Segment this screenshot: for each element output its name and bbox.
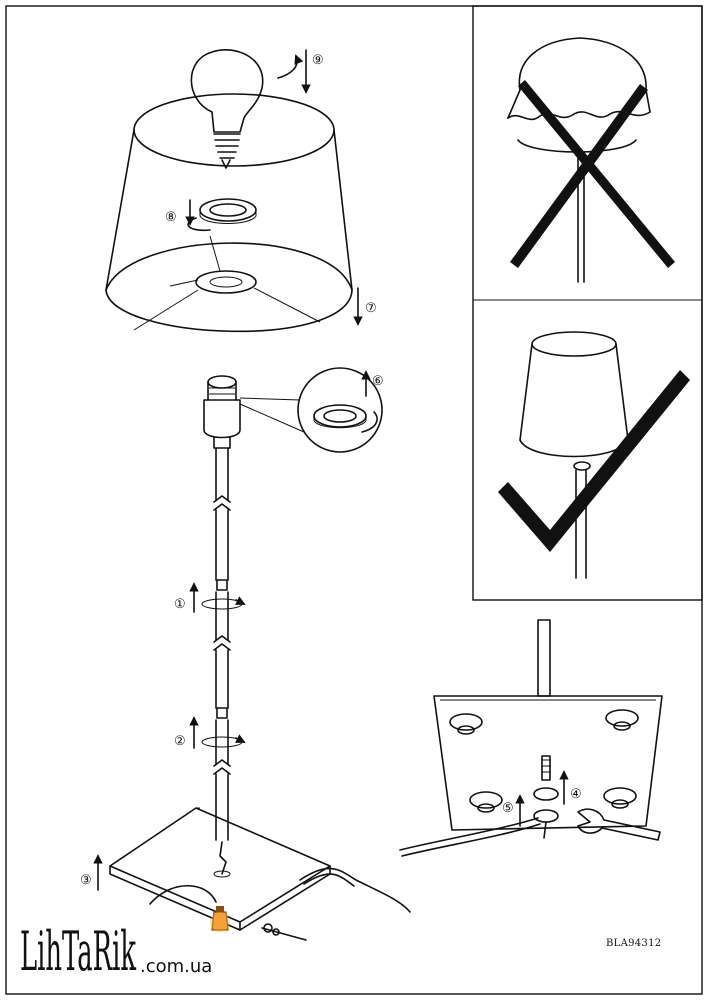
logo-main-text: LihTaRik [20, 920, 137, 983]
step-5-label: ⑤ [502, 801, 514, 816]
screw-in-arrow-icon [277, 54, 304, 79]
lamp-pole [213, 447, 231, 875]
step-2-label: ② [174, 734, 186, 749]
logo-domain-text: .com.ua [140, 956, 212, 977]
light-bulb [190, 48, 264, 169]
lamp-socket [203, 375, 241, 449]
step-1-label: ① [174, 597, 186, 612]
step-6-label: ⑥ [372, 374, 384, 389]
power-cord [261, 867, 411, 941]
rotation-joint-2 [201, 734, 246, 748]
step-8-label: ⑧ [165, 210, 177, 225]
check-mark-icon [498, 370, 690, 552]
comparison-panel [472, 5, 703, 601]
wrench-icon [577, 808, 661, 841]
step-9-label: ⑨ [312, 53, 324, 68]
base-underside-detail [399, 619, 663, 857]
cross-mark-icon [510, 80, 675, 268]
rotate-arrow-icon [187, 217, 211, 232]
shade-ring [199, 198, 257, 224]
lihtarik-logo: LihTaRik .com.ua [20, 884, 230, 983]
model-code: BLA94312 [606, 938, 661, 949]
lantern-icon [210, 906, 230, 932]
step-4-label: ④ [570, 787, 582, 802]
lamp-base [109, 807, 331, 931]
step-7-label: ⑦ [365, 301, 377, 316]
lampshade [105, 93, 353, 333]
step-3-label: ③ [80, 873, 92, 888]
socket-ring-detail [239, 367, 383, 453]
rotation-joint-1 [201, 596, 246, 610]
